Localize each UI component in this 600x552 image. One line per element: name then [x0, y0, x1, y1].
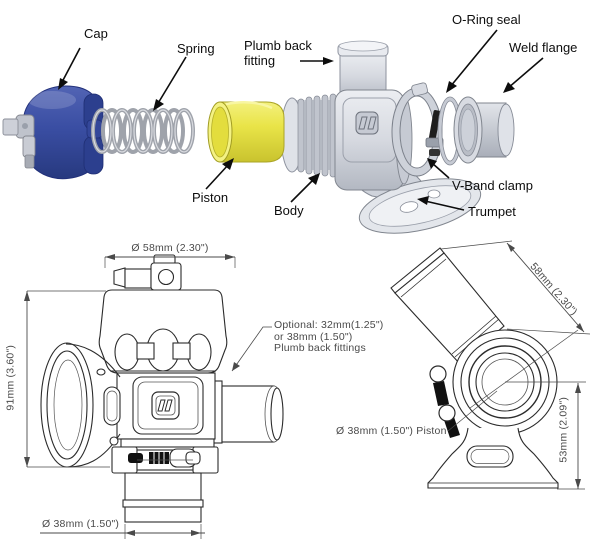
weld-flange-drawing — [453, 96, 515, 164]
weld-flange-arrow — [507, 57, 544, 89]
spring-drawing — [91, 108, 195, 154]
front-view-drawing — [24, 254, 284, 539]
plumb-back-fitting-label: Plumb back fitting — [244, 38, 312, 68]
weld-flange-label: Weld flange — [509, 40, 578, 55]
trumpet-label: Trumpet — [468, 204, 516, 219]
o-ring-seal-label: O-Ring seal — [452, 12, 521, 27]
piston-arrow — [205, 163, 230, 190]
piston-label: Piston — [192, 190, 229, 205]
v-band-clamp-arrow — [431, 162, 450, 179]
cap-label: Cap — [84, 26, 108, 41]
side-height-dim: 53mm (2.09") — [557, 396, 570, 463]
cap-arrow — [60, 47, 81, 85]
front-height-dim: 91mm (3.60") — [4, 344, 17, 411]
body-label: Body — [274, 203, 304, 218]
side-view-dimensions — [440, 240, 591, 490]
front-bottom-diameter-dim: Ø 38mm (1.50") — [42, 518, 120, 530]
side-piston-diameter-dim: Ø 38mm (1.50") Piston — [336, 425, 447, 437]
front-top-diameter-dim: Ø 58mm (2.30") — [131, 242, 209, 254]
exploded-view — [2, 29, 544, 234]
trumpet-arrow — [424, 200, 465, 211]
v-band-clamp-label: V-Band clamp — [452, 178, 533, 193]
spring-label: Spring — [177, 41, 215, 56]
piston-drawing — [207, 100, 285, 163]
spring-arrow — [156, 56, 187, 106]
body-drawing — [280, 40, 413, 191]
cap-drawing — [2, 85, 104, 180]
plumb-fitting-note: Optional: 32mm(1.25") or 38mm (1.50") Pl… — [274, 319, 384, 354]
body-arrow — [290, 178, 315, 203]
side-view-drawing — [390, 240, 591, 490]
o-ring-seal-arrow — [449, 29, 498, 88]
front-view-dimensions — [24, 254, 272, 539]
leader-arrows — [58, 29, 544, 211]
